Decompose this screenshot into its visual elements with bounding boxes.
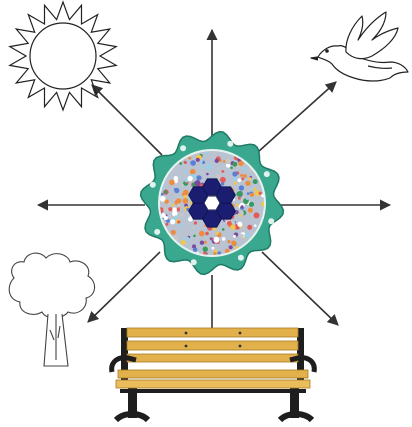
park-bench-icon [112,328,315,420]
arrow-up-right [258,82,336,152]
dove-icon [311,12,408,81]
arrow-down-left [88,252,160,322]
arrow-up-left [92,85,162,155]
tree-icon [9,253,94,366]
arrow-down-right [262,252,338,325]
